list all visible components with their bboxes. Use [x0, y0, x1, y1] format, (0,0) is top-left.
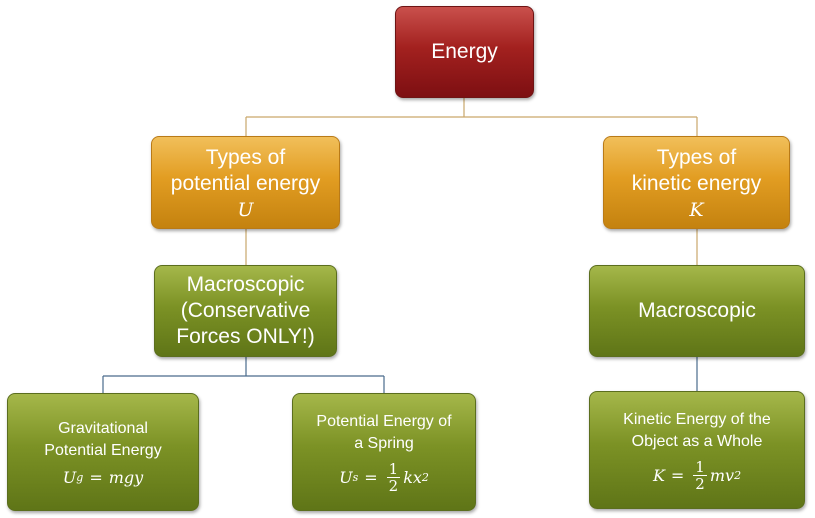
whole-eq-rhs-sup: 2: [734, 468, 742, 482]
lower-connectors: [102, 357, 698, 393]
whole-eq-rhs: mv: [709, 465, 735, 485]
spring-line2: a Spring: [354, 434, 414, 452]
kinetic-title-line1: Types of: [656, 145, 737, 169]
whole-line1: Kinetic Energy of the: [623, 410, 771, 428]
kinetic-symbol: K: [689, 198, 704, 221]
energy-label: Energy: [431, 40, 498, 63]
kinetic-macro-line1: Macroscopic: [638, 299, 756, 322]
kinetic-whole-object-node: Kinetic Energy of the Object as a Whole …: [589, 391, 805, 509]
spring-eq-lhs: U: [339, 467, 353, 487]
kinetic-title-line2: kinetic energy: [631, 171, 762, 195]
potential-macroscopic-node: Macroscopic (Conservative Forces ONLY!): [154, 265, 337, 357]
kinetic-energy-node: Types of kinetic energy K: [603, 136, 790, 229]
whole-eq-equals: =: [670, 465, 685, 485]
spring-eq-lhs-sub: s: [352, 470, 359, 484]
spring-frac-num: 1: [386, 459, 401, 478]
gravitational-eq-lhs: U: [62, 467, 77, 487]
whole-frac-den: 2: [695, 474, 705, 493]
spring-eq-rhs: kx: [403, 467, 422, 487]
whole-frac-num: 1: [693, 457, 707, 476]
potential-macro-line3: Forces ONLY!): [176, 325, 315, 348]
potential-title-line1: Types of: [205, 145, 286, 169]
potential-macro-line2: (Conservative: [180, 299, 311, 322]
gravitational-line2: Potential Energy: [44, 441, 162, 459]
root-connectors: [245, 98, 698, 265]
gravitational-eq-lhs-sub: g: [76, 470, 84, 484]
kinetic-macroscopic-node: Macroscopic: [589, 265, 805, 357]
whole-line2: Object as a Whole: [631, 432, 763, 450]
potential-macro-line1: Macroscopic: [186, 273, 305, 296]
whole-eq-lhs: K: [652, 465, 665, 485]
potential-title-line2: potential energy: [170, 171, 321, 195]
gravitational-eq-equals: =: [89, 467, 103, 487]
gravitational-line1: Gravitational: [58, 419, 148, 437]
whole-fraction: 1 2: [693, 459, 707, 492]
potential-symbol: U: [237, 198, 254, 221]
spring-eq-equals: =: [364, 467, 378, 487]
spring-line1: Potential Energy of: [316, 412, 452, 430]
gravitational-eq-rhs: mgy: [108, 467, 144, 487]
potential-energy-node: Types of potential energy U: [151, 136, 340, 229]
spring-fraction: 1 2: [386, 459, 401, 495]
spring-frac-den: 2: [388, 476, 399, 495]
spring-eq-rhs-sup: 2: [421, 470, 429, 484]
energy-node: Energy: [395, 6, 534, 98]
